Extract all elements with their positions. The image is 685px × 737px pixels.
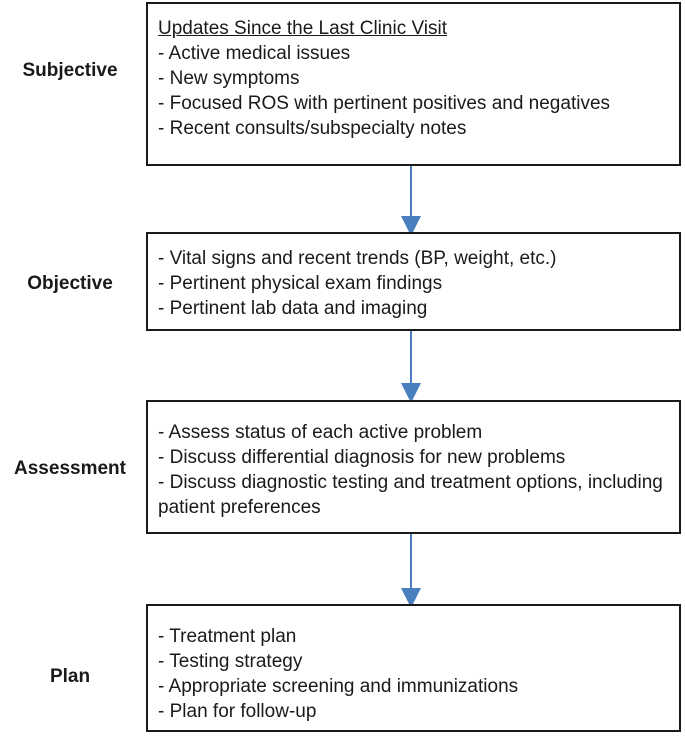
assessment-item: - Discuss differential diagnosis for new… [158,447,566,468]
box-plan: - Treatment plan - Testing strategy - Ap… [146,604,681,732]
assessment-item: - Discuss diagnostic testing and treatme… [158,472,663,518]
subjective-item: - Active medical issues [158,43,351,64]
assessment-item: - Assess status of each active problem [158,422,483,443]
plan-item: - Treatment plan [158,626,297,647]
subjective-item: - Focused ROS with pertinent positives a… [158,93,611,114]
subjective-item: - New symptoms [158,68,300,89]
label-plan: Plan [49,666,91,687]
label-objective: Objective [27,273,113,294]
objective-item: - Vital signs and recent trends (BP, wei… [158,248,557,269]
plan-item: - Plan for follow-up [158,701,317,722]
label-subjective: Subjective [22,60,118,81]
objective-item: - Pertinent lab data and imaging [158,298,428,319]
plan-item: - Testing strategy [158,651,303,672]
subjective-heading: Updates Since the Last Clinic Visit [158,18,448,39]
box-objective: - Vital signs and recent trends (BP, wei… [146,232,681,331]
plan-item: - Appropriate screening and immunization… [158,676,519,697]
box-subjective: Updates Since the Last Clinic Visit - Ac… [146,2,681,166]
box-assessment: - Assess status of each active problem -… [146,400,681,534]
objective-item: - Pertinent physical exam findings [158,273,443,294]
subjective-item: - Recent consults/subspecialty notes [158,118,467,139]
label-assessment: Assessment [14,458,126,479]
